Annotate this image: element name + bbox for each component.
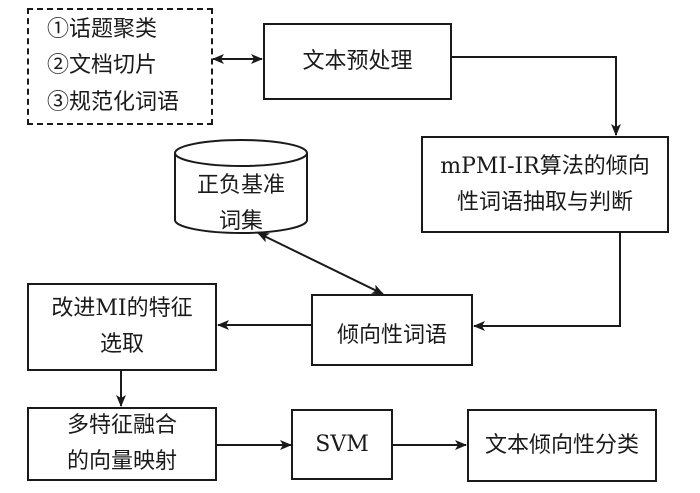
option-document-slicing: ②文档切片	[47, 53, 158, 79]
mpmi-extract-label-line2: 性词语抽取与判断	[456, 189, 633, 215]
classification-label: 文本倾向性分类	[484, 432, 639, 458]
mpmi-extract-node: mPMI-IR算法的倾向 性词语抽取与判断	[421, 136, 669, 233]
feature-select-label-line1: 改进MI的特征	[51, 296, 193, 321]
benchmark-set-label: 正负基准 词集	[175, 168, 307, 240]
text-preprocess-node: 文本预处理	[263, 23, 452, 100]
vector-mapping-node: 多特征融合 的向量映射	[27, 407, 217, 481]
classification-node: 文本倾向性分类	[467, 409, 657, 482]
feature-select-label-line2: 选取	[99, 332, 144, 357]
svm-label: SVM	[315, 431, 369, 457]
vector-mapping-label-line1: 多特征融合	[66, 413, 177, 438]
mpmi-extract-label-line1: mPMI-IR算法的倾向	[440, 153, 650, 179]
preprocess-options-box: ①话题聚类 ②文档切片 ③规范化词语	[27, 8, 213, 125]
sentiment-words-node: 倾向性词语	[311, 294, 473, 366]
benchmark-set-label-line1: 正负基准	[196, 173, 285, 198]
vector-mapping-label-line2: 的向量映射	[66, 449, 177, 474]
option-normalize-words: ③规范化词语	[47, 89, 180, 115]
option-topic-clustering: ①话题聚类	[47, 17, 158, 43]
edge-preprocess-mpmi	[451, 56, 621, 136]
benchmark-set-cylinder	[174, 139, 308, 234]
feature-select-node: 改进MI的特征 选取	[27, 283, 217, 371]
edge-mpmi-sentiment	[473, 233, 621, 331]
edge-sentiment-benchmark	[257, 232, 384, 295]
sentiment-words-label: 倾向性词语	[336, 323, 447, 348]
text-preprocess-label: 文本预处理	[302, 48, 413, 74]
benchmark-set-label-line2: 词集	[218, 209, 263, 234]
svm-node: SVM	[291, 409, 393, 480]
